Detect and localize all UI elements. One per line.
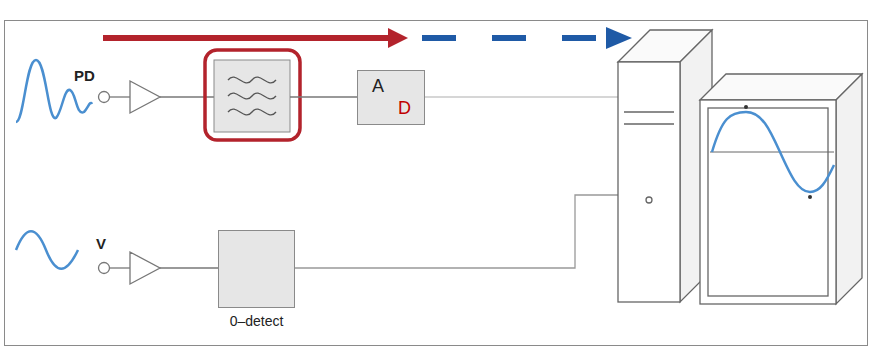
amplifier-symbol [130,252,160,284]
amplifier-symbol [130,81,160,113]
screen-waveform [712,112,834,192]
flow-arrowhead-dashed [606,27,632,49]
computer-tower [618,30,712,302]
frame [5,21,868,346]
flow-arrowhead [388,28,408,48]
trough-dot [808,195,812,199]
monitor [700,74,862,304]
flow-arrow [103,35,390,41]
wire [110,96,130,97]
filter-symbol [214,60,290,132]
zero-detect-box [218,230,295,308]
terminal [99,92,110,103]
ad-converter-box: AD [357,70,425,125]
trigger-line [295,195,618,268]
wire [290,96,357,97]
converter-letter: D [398,99,411,119]
terminal [99,263,110,274]
wire [160,267,218,268]
block-label: 0–detect [230,314,284,329]
screen-axis [710,152,834,153]
signal-name: V [96,236,106,253]
filter-waves [228,77,276,115]
filter-highlight [205,50,300,140]
data-line [425,96,618,97]
signal-name: PD [74,68,95,85]
voltage-wave [16,231,78,269]
flow-dashes [422,35,596,41]
wire [110,267,130,268]
peak-dot [744,105,748,109]
converter-letter: A [372,77,384,97]
